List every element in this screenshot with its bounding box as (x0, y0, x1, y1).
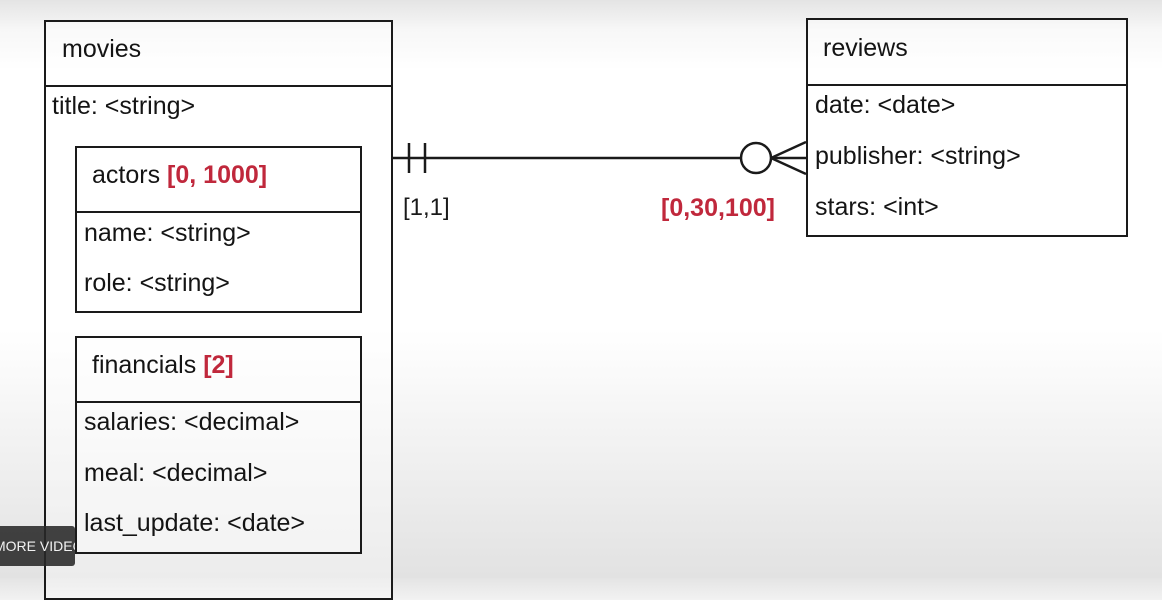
relationship-connector (393, 140, 807, 176)
left-cardinality-label: [1,1] (403, 194, 450, 221)
reviews-field-publisher: publisher: <string> (815, 142, 1021, 170)
actors-entity (75, 146, 362, 313)
financials-field-meal: meal: <decimal> (84, 459, 268, 487)
financials-cardinality: [2] (203, 351, 234, 379)
movies-title: movies (62, 35, 142, 63)
financials-entity (75, 336, 362, 554)
actors-cardinality: [0, 1000] (167, 161, 268, 189)
movies-header (46, 22, 391, 87)
financials-field-last-update: last_update: <date> (84, 509, 306, 537)
actors-field-name: name: <string> (84, 219, 251, 247)
reviews-title: reviews (823, 34, 908, 62)
zero-circle (739, 141, 773, 175)
reviews-header (808, 20, 1126, 86)
financials-field-salaries: salaries: <decimal> (84, 408, 300, 436)
crows-foot-top (770, 140, 807, 160)
movies-entity (44, 20, 393, 600)
right-cardinality-label: [0,30,100] (661, 194, 775, 222)
crows-foot-bottom (770, 156, 807, 176)
actors-title: actors [0, 1000] (92, 163, 267, 188)
financials-name: financials (92, 351, 197, 379)
reviews-field-date: date: <date> (815, 91, 956, 119)
financials-header (77, 338, 360, 403)
actors-field-role: role: <string> (84, 269, 230, 297)
movies-field-title: title: <string> (52, 92, 196, 120)
reviews-field-stars: stars: <int> (815, 193, 939, 221)
actors-name: actors (92, 161, 161, 189)
more-videos-button[interactable]: MORE VIDEOS (0, 526, 75, 566)
reviews-entity (806, 18, 1128, 237)
financials-title: financials [2] (92, 353, 234, 378)
actors-header (77, 148, 360, 213)
